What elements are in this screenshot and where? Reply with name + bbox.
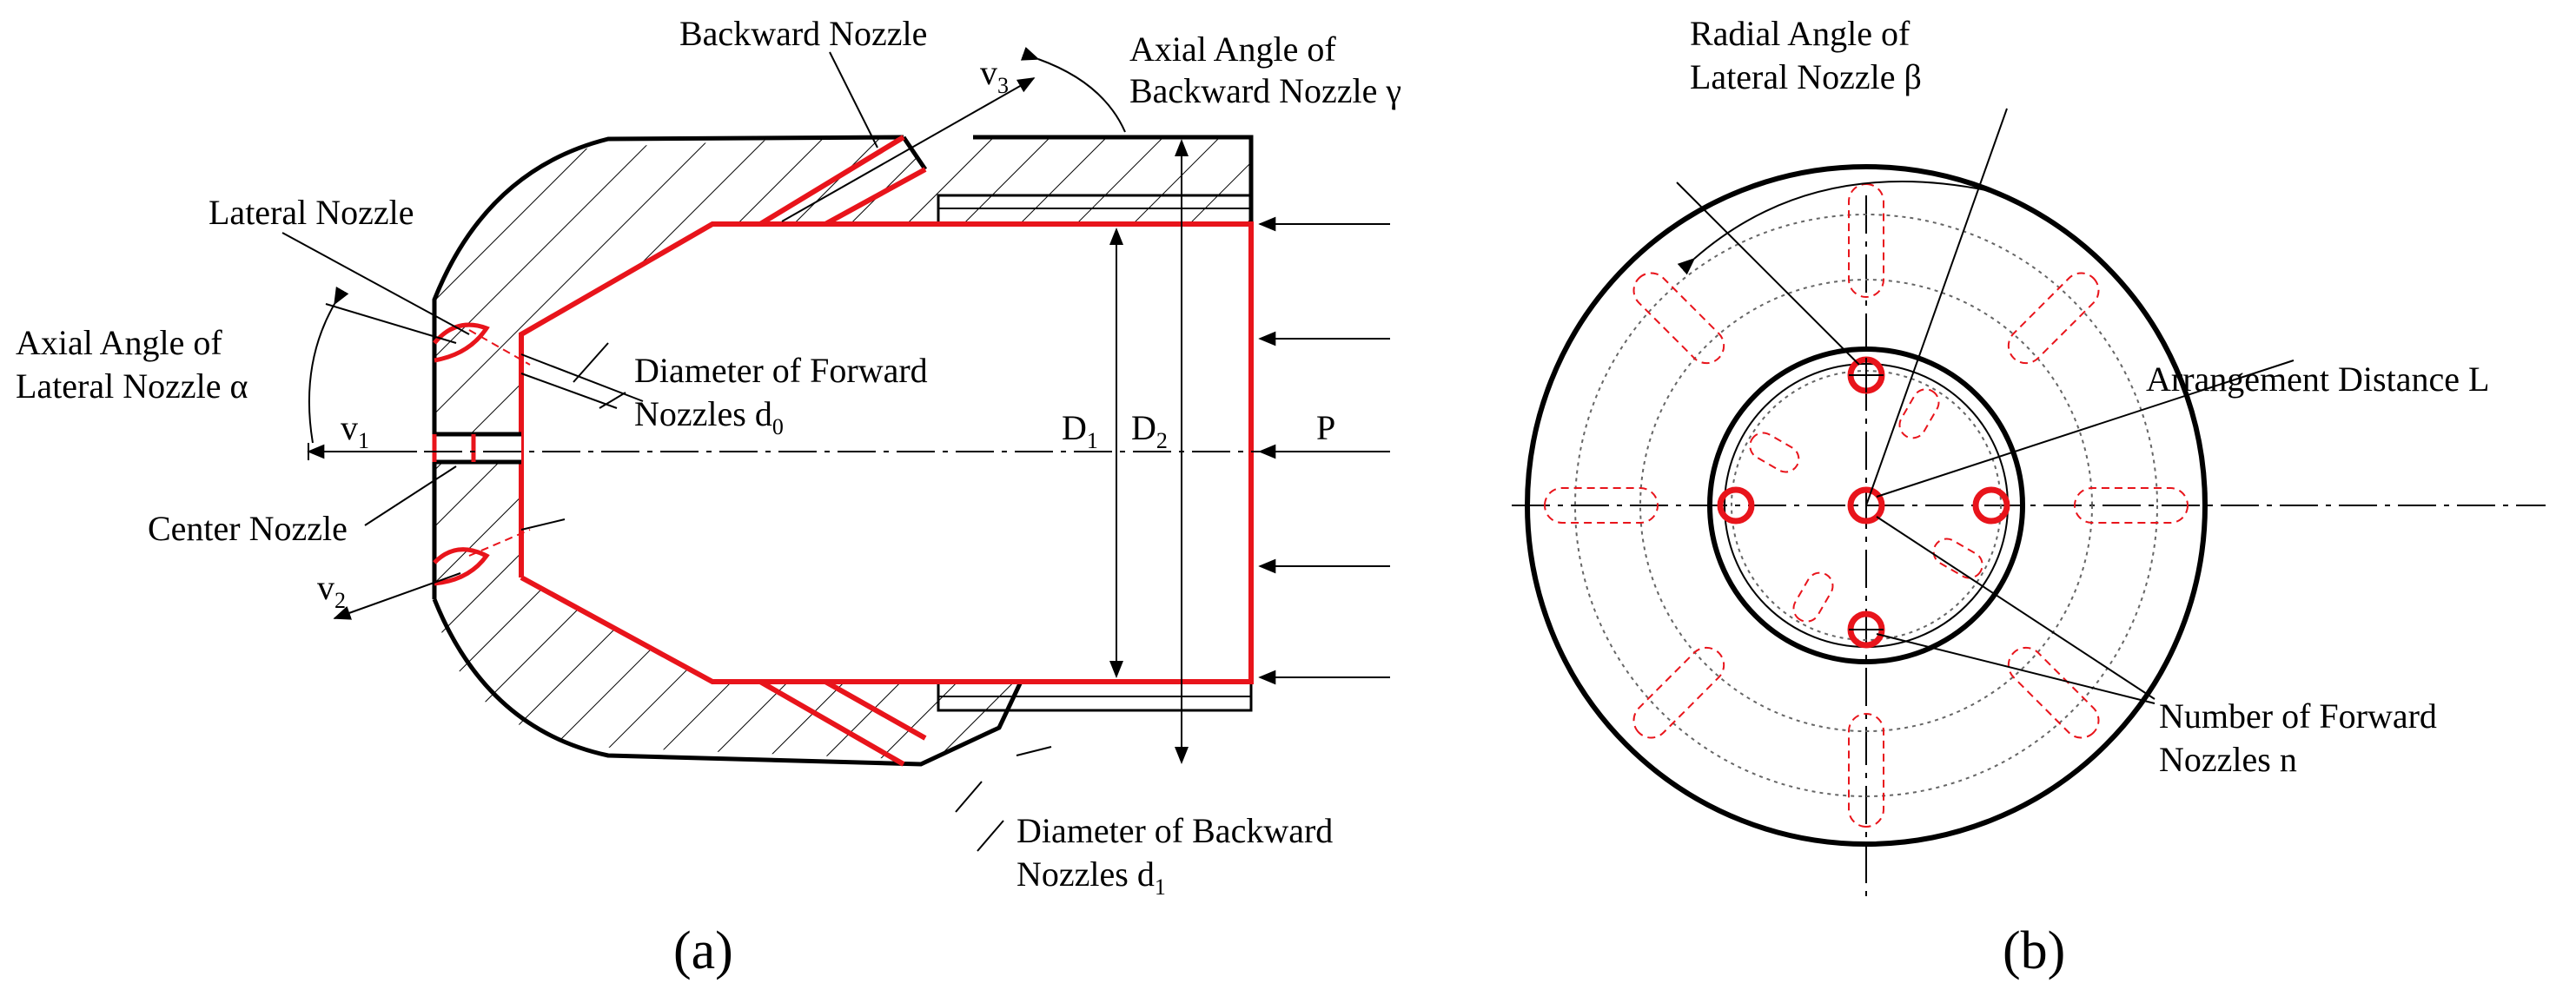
forward-nozzle-left: [1717, 486, 1755, 525]
label-p: P: [1316, 408, 1335, 447]
labels-b: Radial Angle of Lateral Nozzle β Arrange…: [1690, 14, 2489, 779]
pressure-arrows: [1258, 216, 1390, 685]
wall-hatch: [434, 135, 1251, 760]
label-axial-angle-backward-2: Backward Nozzle γ: [1129, 71, 1401, 110]
label-center-nozzle: Center Nozzle: [148, 509, 348, 548]
lateral-nozzle-upper: [433, 322, 531, 366]
front-view-b: [1512, 108, 2546, 899]
label-number-forward-1: Number of Forward: [2159, 696, 2437, 736]
label-lateral-nozzle: Lateral Nozzle: [209, 193, 414, 232]
lateral-nozzle-lower: [433, 529, 531, 586]
label-axial-angle-lateral-2: Lateral Nozzle α: [16, 366, 248, 406]
label-d1: D1: [1062, 408, 1098, 453]
caption-b: (b): [2003, 921, 2065, 980]
section-view-a: [281, 46, 1390, 852]
cavity: [521, 224, 1251, 682]
label-v3: v3: [980, 53, 1009, 98]
label-diameter-forward-2: Nozzles d0: [634, 394, 784, 439]
caption-a: (a): [673, 921, 733, 980]
outer-contour: [432, 135, 1254, 767]
hidden-inner-channels: [1749, 388, 1983, 623]
label-axial-angle-backward-1: Axial Angle of: [1129, 30, 1336, 69]
label-backward-nozzle: Backward Nozzle: [679, 14, 927, 53]
inner-bore: [1707, 346, 2025, 664]
backward-nozzle-upper: [758, 135, 927, 227]
label-arrangement-distance: Arrangement Distance L: [2146, 360, 2489, 399]
label-radial-angle-2: Lateral Nozzle β: [1690, 57, 1922, 96]
gamma-arc: [1020, 46, 1126, 133]
v2-arrow: [333, 572, 461, 620]
label-diameter-backward-2: Nozzles d1: [1016, 855, 1166, 900]
hidden-lateral-nozzles: [1544, 183, 2189, 828]
label-axial-angle-lateral-1: Axial Angle of: [16, 323, 222, 362]
label-d2: D2: [1131, 408, 1168, 453]
label-number-forward-2: Nozzles n: [2159, 740, 2297, 779]
center-nozzle: [432, 432, 521, 465]
forward-nozzles: [1717, 356, 2010, 649]
labels-a: Backward Nozzle v3 Axial Angle of Backwa…: [16, 14, 1401, 900]
backward-nozzle-lower: [758, 679, 927, 767]
alpha-arc: [308, 286, 349, 444]
label-diameter-forward-1: Diameter of Forward: [634, 351, 928, 390]
label-v2: v2: [317, 568, 346, 613]
forward-nozzle-center: [1847, 486, 1885, 525]
outer-circle: [1525, 164, 2208, 847]
label-radial-angle-1: Radial Angle of: [1690, 14, 1910, 53]
label-diameter-backward-1: Diameter of Backward: [1016, 811, 1333, 850]
inner-surface: [519, 221, 1254, 684]
label-v1: v1: [341, 408, 369, 453]
forward-nozzle-right: [1972, 486, 2010, 525]
v3-arrow: [781, 77, 1036, 222]
